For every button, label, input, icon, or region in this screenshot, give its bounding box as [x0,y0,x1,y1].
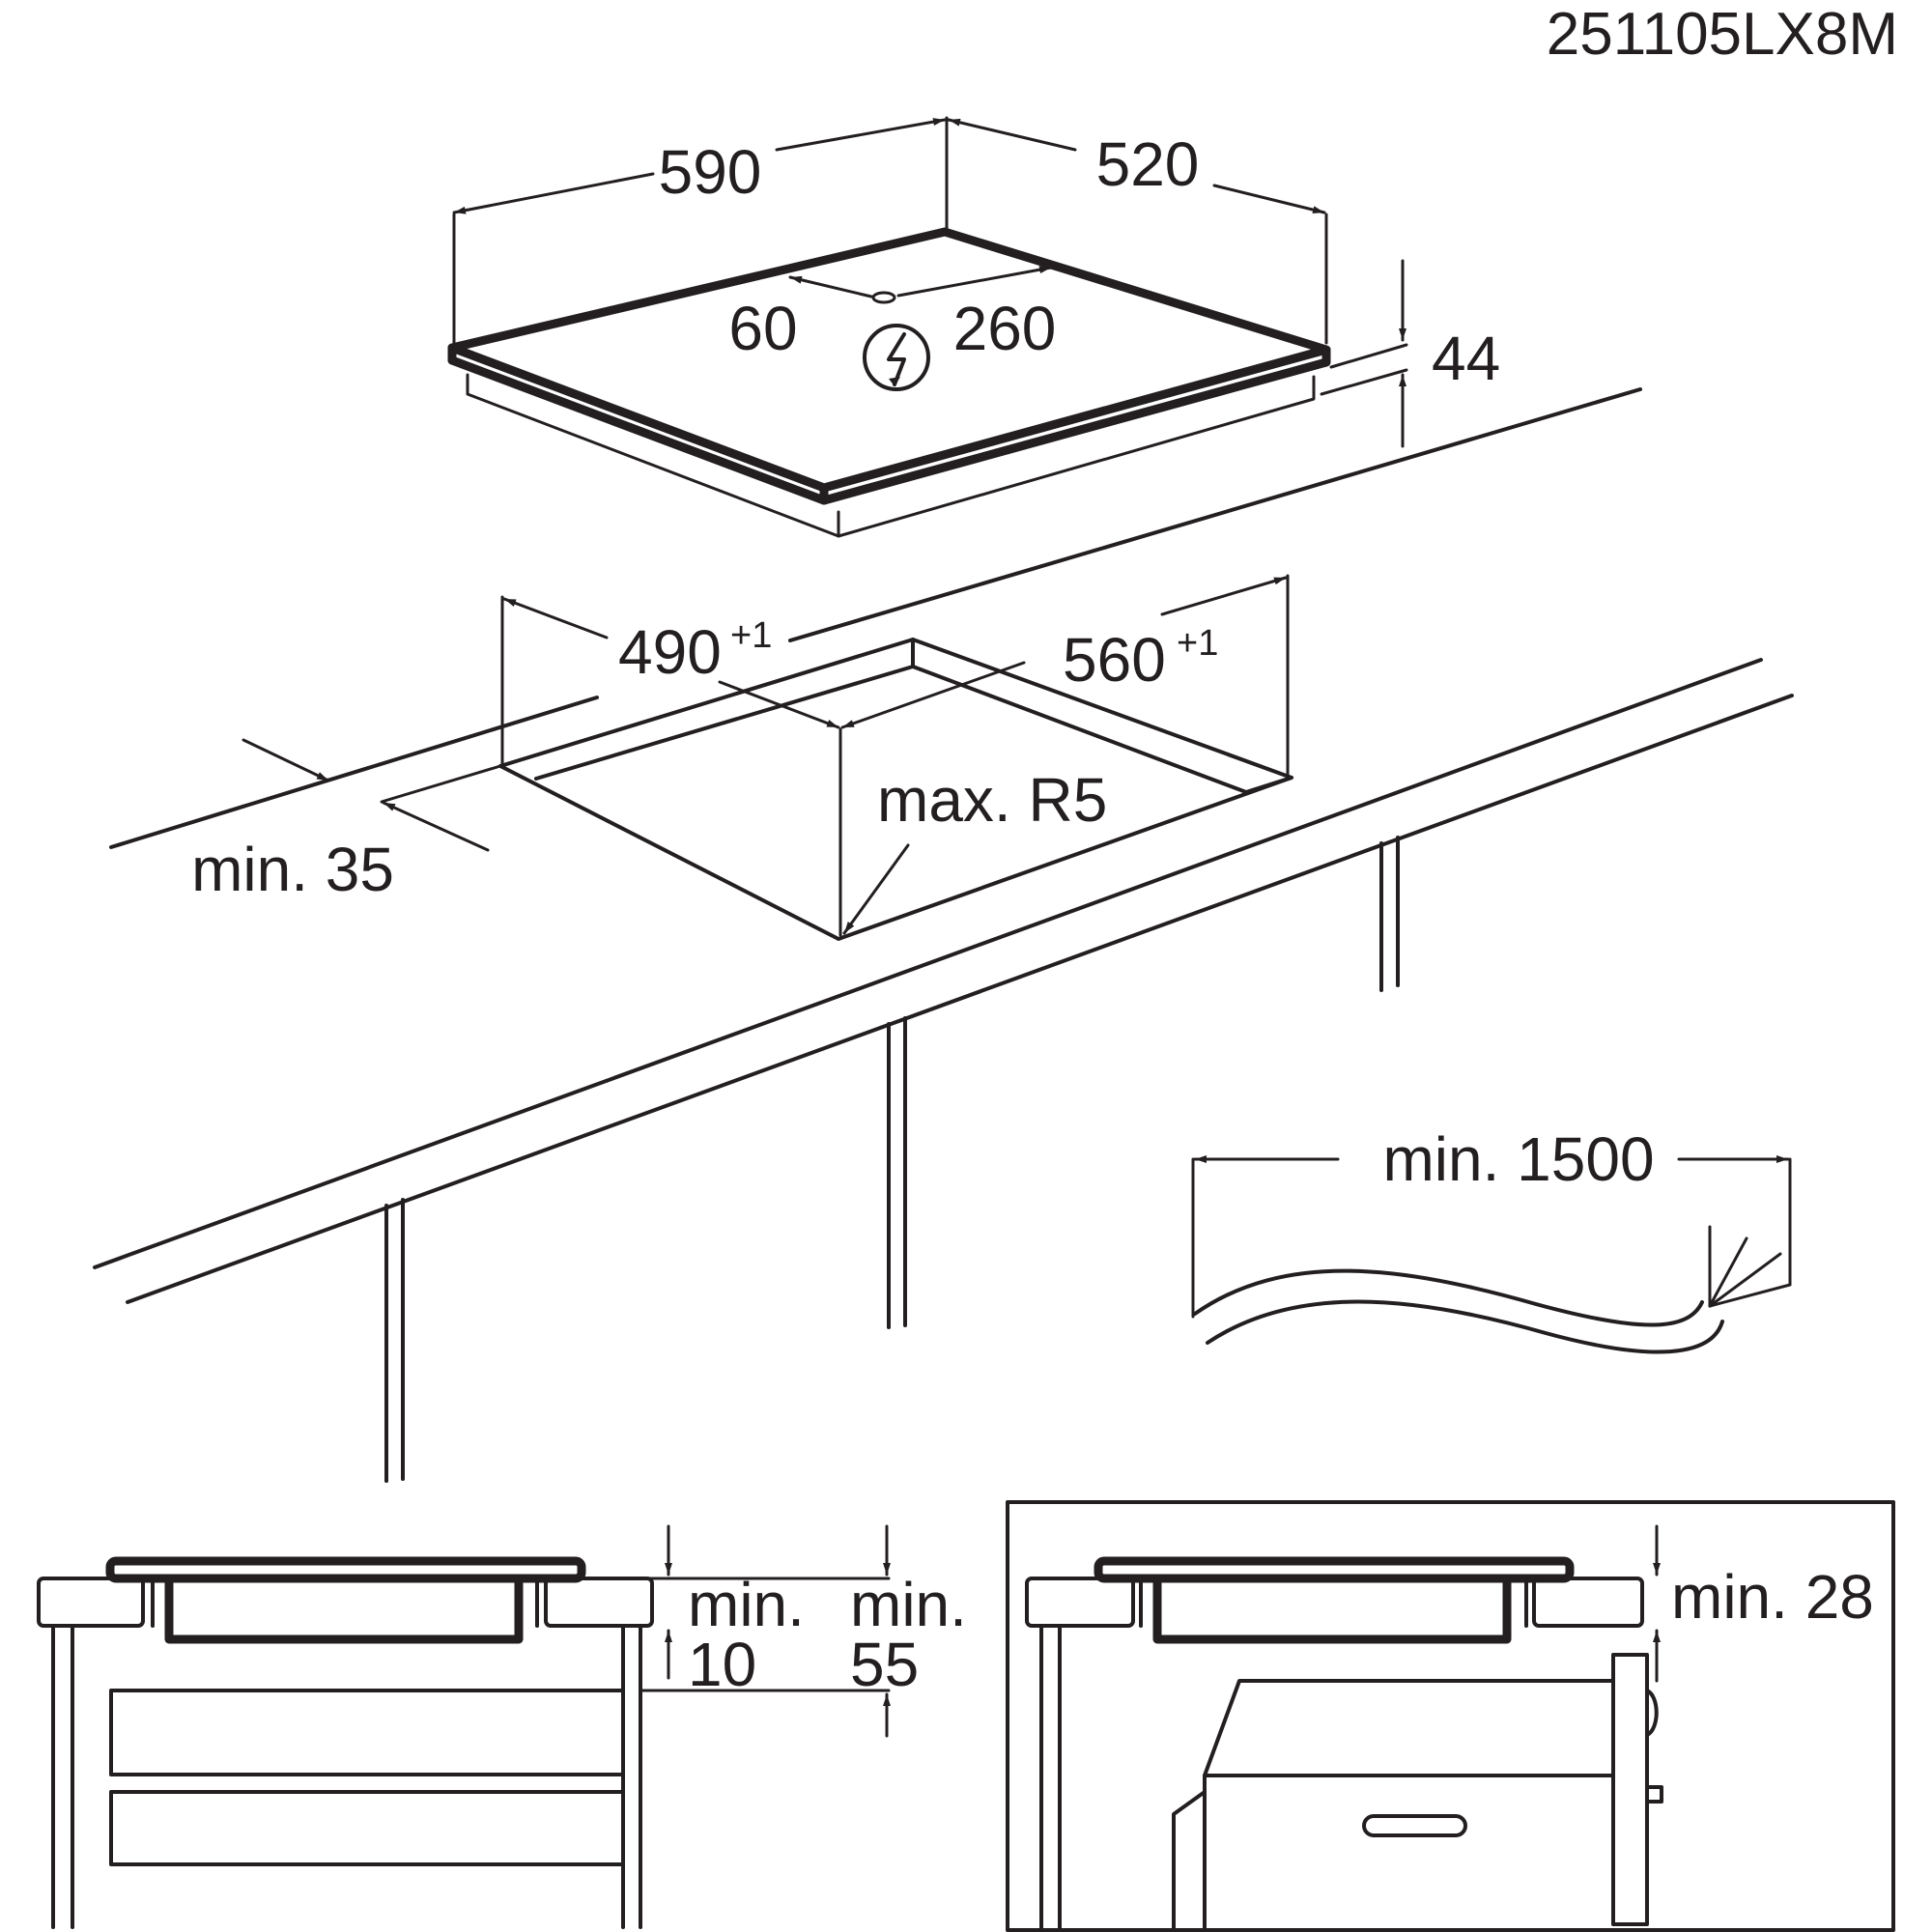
drawer-gap-a-line2: 10 [688,1630,756,1699]
edge-distance-label: min. 35 [191,835,394,904]
drawer-gap-b-line2: 55 [850,1630,919,1699]
cutout-depth-tolerance: +1 [730,615,772,656]
section-oven: min. 28 [1006,1500,1895,1932]
cable-lower [1206,1299,1724,1354]
worktop-cutout [93,387,1794,1483]
section-drawer: min. 10 min. 55 [37,1524,967,1929]
hob-depth-label: 520 [1096,129,1200,199]
oven-gap-label: min. 28 [1671,1562,1874,1632]
connection-point [871,291,896,304]
cable-upper [1193,1268,1704,1327]
oven-section-frame [1006,1500,1895,1932]
connection-front-label: 260 [953,294,1057,363]
cable-length-label: min. 1500 [1382,1124,1654,1194]
oven-handle [1362,1814,1467,1837]
hob-glass-section [105,1556,586,1583]
cutout-depth-label: 490 [618,617,722,687]
hob-height-label: 44 [1432,324,1500,393]
cutout-width-tolerance: +1 [1177,623,1218,664]
electric-connection-icon [863,324,930,391]
cable: min. 1500 [1191,1124,1792,1354]
drawer-gap-a-line1: min. [688,1570,805,1639]
hob-dimensions: 590 520 44 60 260 [452,116,1500,448]
hob [447,227,1331,538]
connection-side-label: 60 [728,294,797,363]
hob-width-label: 590 [659,137,762,207]
cutout-width-label: 560 [1063,625,1166,695]
drawer-gap-b-line1: min. [850,1570,967,1639]
model-code: 251105LX8M [1547,1,1898,68]
cutout-dimensions: 490 +1 560 +1 max. R5 min. 35 [191,574,1290,937]
oven-door [1611,1653,1649,1926]
corner-radius-label: max. R5 [877,765,1107,835]
